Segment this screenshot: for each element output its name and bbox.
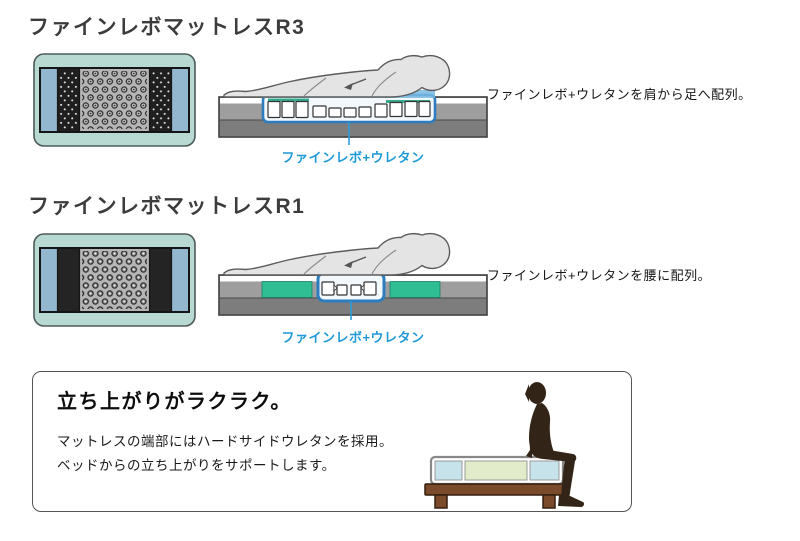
- feature-box: 立ち上がりがラクラク。 マットレスの端部にはハードサイドウレタンを採用。 ベッド…: [32, 371, 632, 512]
- feature-body-line-2: ベッドからの立ち上がりをサポートします。: [57, 458, 336, 473]
- feature-heading: 立ち上がりがラクラク。: [57, 391, 292, 413]
- section-title-r1: ファインレボマットレスR1: [28, 195, 306, 218]
- sitting-person-silhouette: [525, 382, 585, 507]
- mattress-side-view-r1-illustration: [218, 232, 488, 320]
- green-urethane-left: [261, 281, 313, 298]
- fine-revo-elements-r1: [321, 281, 377, 296]
- bed-frame: [424, 483, 570, 496]
- mattress-side-view-r3-illustration: [218, 54, 488, 145]
- part-label-r3: ファインレボ+ウレタン: [281, 150, 425, 165]
- annotation-r3: ファインレボ+ウレタンを肩から足へ配列。: [487, 87, 752, 102]
- feature-body-line-1: マットレスの端部にはハードサイドウレタンを採用。: [57, 434, 393, 449]
- bed-sitting-illustration: [424, 382, 585, 509]
- fine-revo-elements-r3: [267, 100, 431, 119]
- annotation-r1: ファインレボ+ウレタンを腰に配列。: [487, 268, 712, 283]
- part-label-r1: ファインレボ+ウレタン: [281, 330, 425, 345]
- green-urethane-right: [389, 281, 441, 298]
- feature-body: マットレスの端部にはハードサイドウレタンを採用。 ベッドからの立ち上がりをサポー…: [57, 430, 393, 478]
- lying-person-silhouette: [223, 232, 451, 276]
- section-title-r3: ファインレボマットレスR3: [28, 16, 306, 39]
- lying-person-silhouette: [223, 54, 451, 98]
- mattress-top-view-r1-illustration: [33, 233, 196, 327]
- mattress-top-view-r3-illustration: [33, 53, 196, 147]
